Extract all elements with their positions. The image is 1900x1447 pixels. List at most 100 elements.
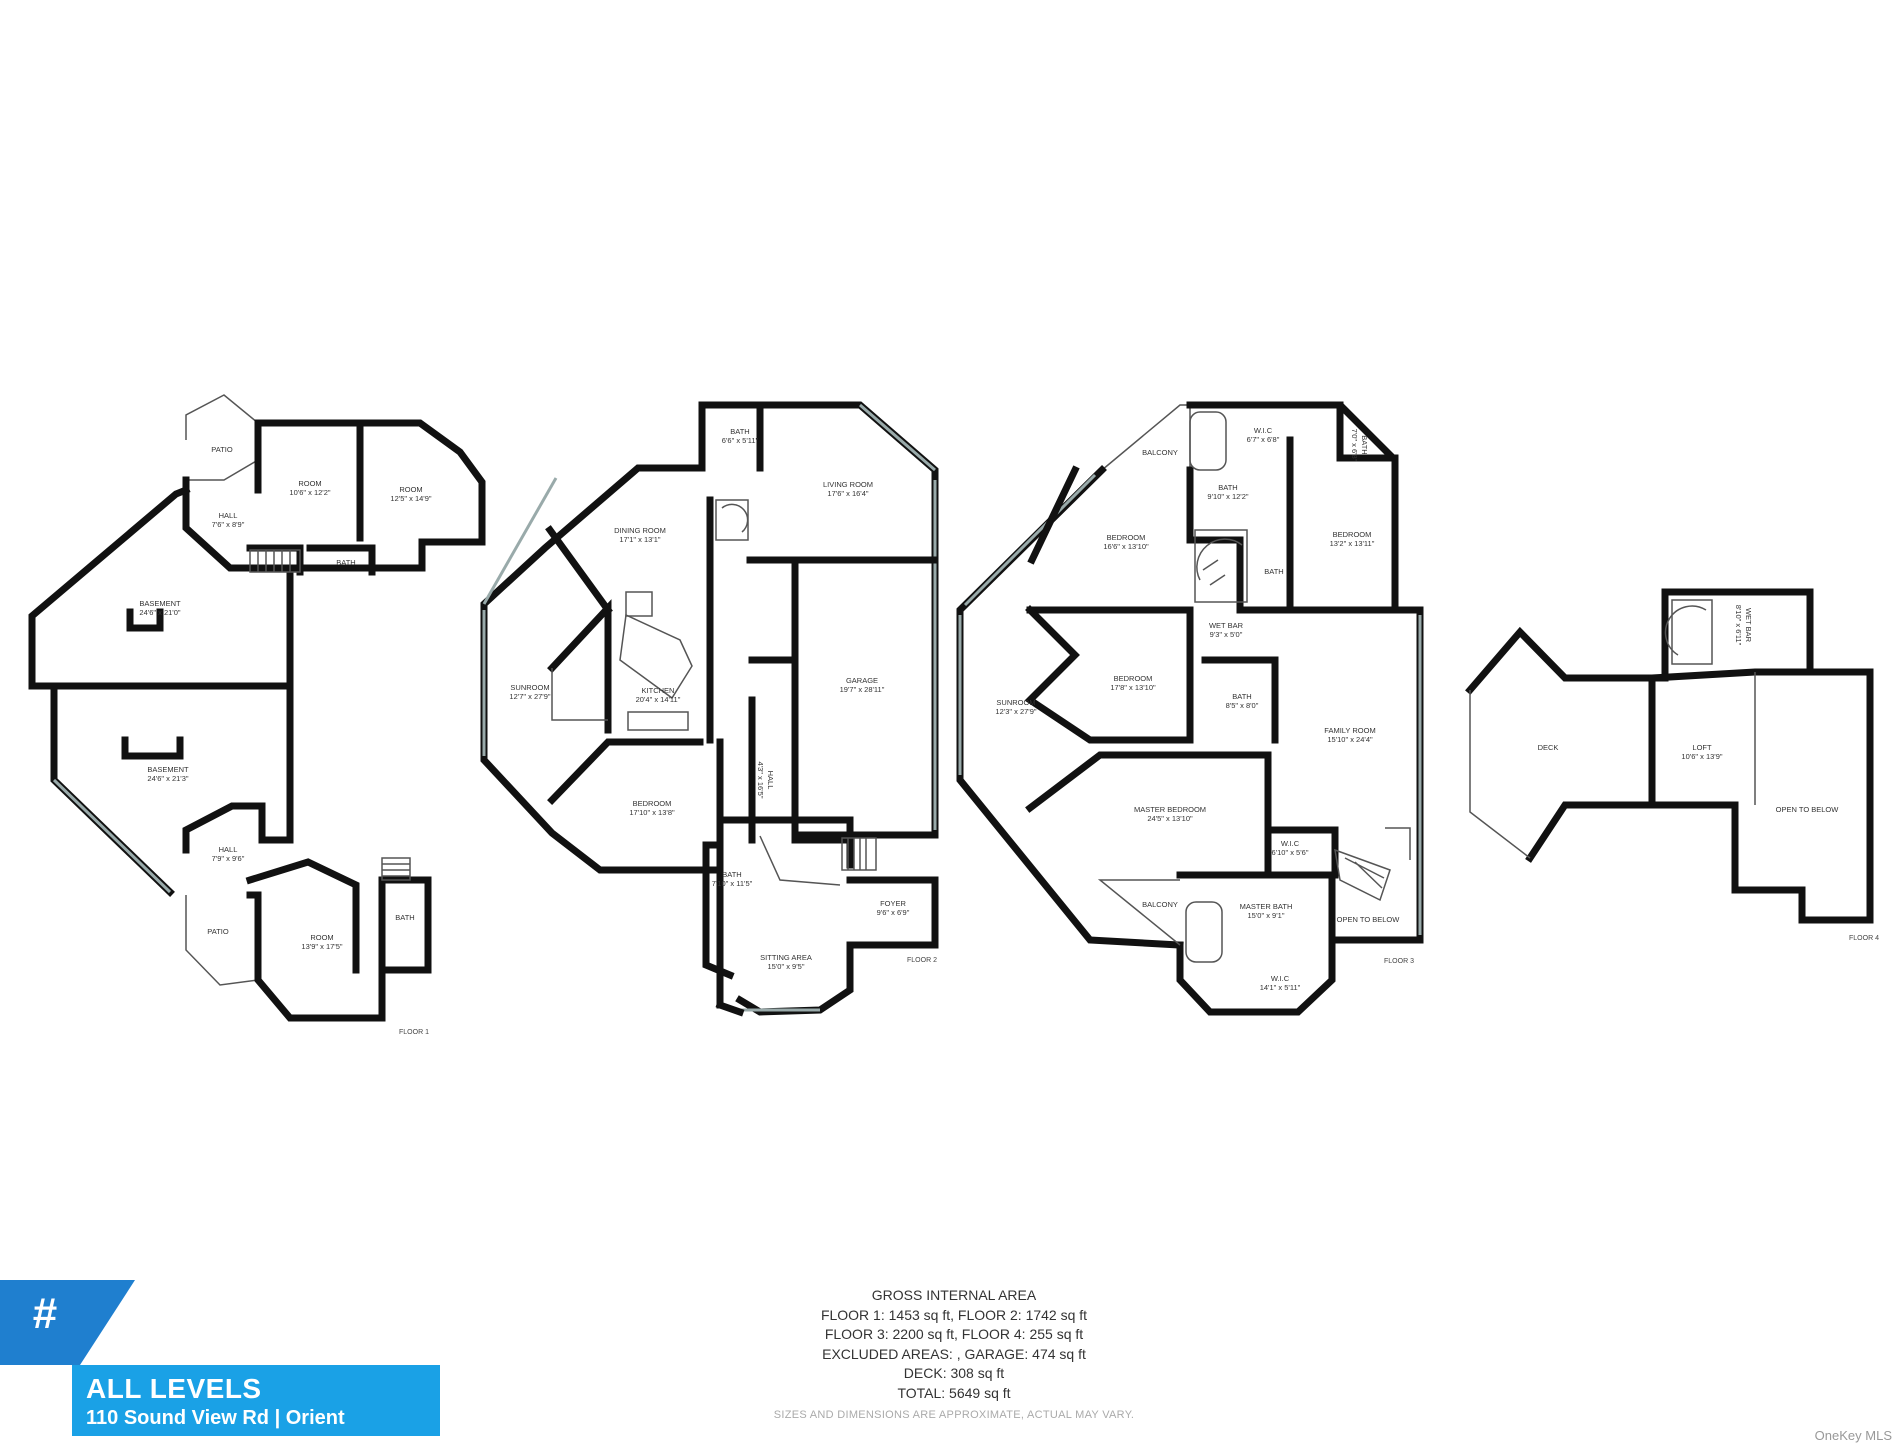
room-name: SITTING AREA (760, 953, 812, 962)
room-dims: 10'6" x 13'9" (1681, 752, 1722, 761)
gia-line: TOTAL: 5649 sq ft (897, 1384, 1011, 1401)
gia-line: FLOOR 3: 2200 sq ft, FLOOR 4: 255 sq ft (824, 1326, 1084, 1342)
room-dims: 10'6" x 12'2" (289, 488, 330, 497)
room-dims: 7'6" x 8'9" (212, 520, 245, 529)
room-dims: 6'10" x 5'6" (1272, 848, 1309, 857)
room-dims: 9'6" x 6'9" (877, 908, 910, 917)
gia-line: EXCLUDED AREAS: , GARAGE: 474 sq ft (822, 1345, 1086, 1362)
room-name: HALL (219, 511, 238, 520)
room-dims: 13'2" x 13'11" (1330, 539, 1375, 548)
room-dims: 15'0" x 9'5" (768, 962, 805, 971)
floor-1-plan: PATIO ROOM 10'6" x 12'2" ROOM 12'5" x 14… (28, 394, 486, 1036)
room-dims: 19'7" x 28'11" (840, 685, 885, 694)
floor-1-label: FLOOR 1 (399, 1029, 429, 1036)
gia-title: GROSS INTERNAL AREA (871, 1287, 1037, 1303)
room-name: PATIO (211, 445, 233, 454)
room-dims: 24'5" x 13'10" (1147, 814, 1193, 823)
room-name: LIVING ROOM (823, 480, 873, 489)
room-name: PATIO (207, 927, 229, 936)
room-name: WET BAR (1209, 621, 1244, 630)
floor-4-plan: WET BAR 8'10" x 6'11" DECK LOFT 10'6" x … (1465, 588, 1879, 942)
room-dims: 15'10" x 24'4" (1327, 735, 1373, 744)
room-dims: 14'1" x 5'11" (1260, 983, 1301, 992)
room-name: WET BAR (1744, 608, 1753, 643)
room-name: BATH (336, 558, 355, 567)
room-dims: 12'3" x 27'9" (995, 707, 1036, 716)
floor-2-label: FLOOR 2 (907, 957, 937, 964)
room-name: BATH (730, 427, 749, 436)
room-name: W.I.C (1254, 426, 1273, 435)
room-name: ROOM (310, 933, 333, 942)
room-name: BEDROOM (633, 799, 672, 808)
room-name: BATH (1232, 692, 1251, 701)
room-name: BATH (1360, 435, 1369, 454)
room-name: BASEMENT (139, 599, 181, 608)
hash-symbol: # (33, 1289, 57, 1338)
room-name: SUNROOM (996, 698, 1035, 707)
banner-address: 110 Sound View Rd | Orient (86, 1407, 345, 1429)
room-dims: 17'1" x 13'1" (619, 535, 660, 544)
room-dims: 7'0" x 6'8" (1350, 429, 1359, 462)
room-dims: 15'0" x 9'1" (1248, 911, 1285, 920)
room-name: W.I.C (1281, 839, 1300, 848)
room-name: DINING ROOM (614, 526, 666, 535)
room-name: BALCONY (1142, 900, 1178, 909)
room-dims: 8'10" x 6'11" (1734, 605, 1743, 646)
banner-title: ALL LEVELS (86, 1373, 262, 1404)
floor-4-label: FLOOR 4 (1849, 935, 1879, 942)
room-name: ROOM (399, 485, 422, 494)
room-dims: 7'9" x 9'6" (212, 854, 245, 863)
room-name: FAMILY ROOM (1324, 726, 1375, 735)
room-dims: 6'7" x 6'8" (1247, 435, 1280, 444)
room-name: W.I.C (1271, 974, 1290, 983)
room-dims: 6'6" x 5'11" (722, 436, 759, 445)
room-name: MASTER BEDROOM (1134, 805, 1206, 814)
floor-3-plan: BALCONY W.I.C 6'7" x 6'8" BATH 7'0" x 6'… (956, 401, 1424, 1016)
room-name: BEDROOM (1107, 533, 1146, 542)
room-dims: 12'7" x 27'9" (509, 692, 550, 701)
room-name: BATH (1264, 567, 1283, 576)
gross-internal-area: GROSS INTERNAL AREA FLOOR 1: 1453 sq ft,… (760, 1286, 1148, 1426)
room-name: GARAGE (846, 676, 878, 685)
room-dims: 20'4" x 14'11" (636, 695, 681, 704)
room-name: DECK (1538, 743, 1559, 752)
room-name: ROOM (298, 479, 321, 488)
room-name: MASTER BATH (1240, 902, 1293, 911)
room-name: BATH (1218, 483, 1237, 492)
room-dims: 24'6" x 21'0" (139, 608, 180, 617)
room-name: LOFT (1692, 743, 1712, 752)
room-name: BALCONY (1142, 448, 1178, 457)
room-dims: 17'8" x 13'10" (1110, 683, 1156, 692)
room-name: BATH (722, 870, 741, 879)
gia-line: DECK: 308 sq ft (903, 1365, 1005, 1381)
room-dims: 9'10" x 12'2" (1207, 492, 1248, 501)
room-name: BATH (395, 913, 414, 922)
room-dims: 17'6" x 16'4" (827, 489, 868, 498)
room-name: OPEN TO BELOW (1776, 805, 1840, 814)
room-dims: 16'6" x 13'10" (1103, 542, 1149, 551)
room-dims: 24'6" x 21'3" (147, 774, 188, 783)
room-dims: 17'10" x 13'8" (629, 808, 675, 817)
room-name: BEDROOM (1114, 674, 1153, 683)
room-name: HALL (766, 771, 775, 790)
room-dims: 8'5" x 8'0" (1226, 701, 1259, 710)
floor-3-label: FLOOR 3 (1384, 958, 1414, 965)
room-name: FOYER (880, 899, 906, 908)
gia-line: FLOOR 1: 1453 sq ft, FLOOR 2: 1742 sq ft (820, 1306, 1088, 1323)
room-dims: 4'3" x 16'5" (756, 762, 765, 799)
room-name: BASEMENT (147, 765, 189, 774)
room-dims: 9'3" x 5'0" (1210, 630, 1243, 639)
room-name: OPEN TO BELOW (1337, 915, 1401, 924)
room-name: BEDROOM (1333, 530, 1372, 539)
room-name: SUNROOM (510, 683, 549, 692)
disclaimer: SIZES AND DIMENSIONS ARE APPROXIMATE, AC… (773, 1409, 1135, 1421)
room-name: HALL (219, 845, 238, 854)
room-dims: 12'5" x 14'9" (390, 494, 431, 503)
all-levels-banner: ALL LEVELS 110 Sound View Rd | Orient (72, 1365, 440, 1436)
room-name: KITCHEN (642, 686, 675, 695)
brand-watermark: OneKey MLS (1814, 1428, 1892, 1443)
floor-2-plan: BATH 6'6" x 5'11" LIVING ROOM 17'6" x 16… (480, 401, 939, 1017)
room-dims: 7'10" x 11'5" (712, 879, 753, 888)
hash-badge-icon: # (0, 1280, 135, 1365)
